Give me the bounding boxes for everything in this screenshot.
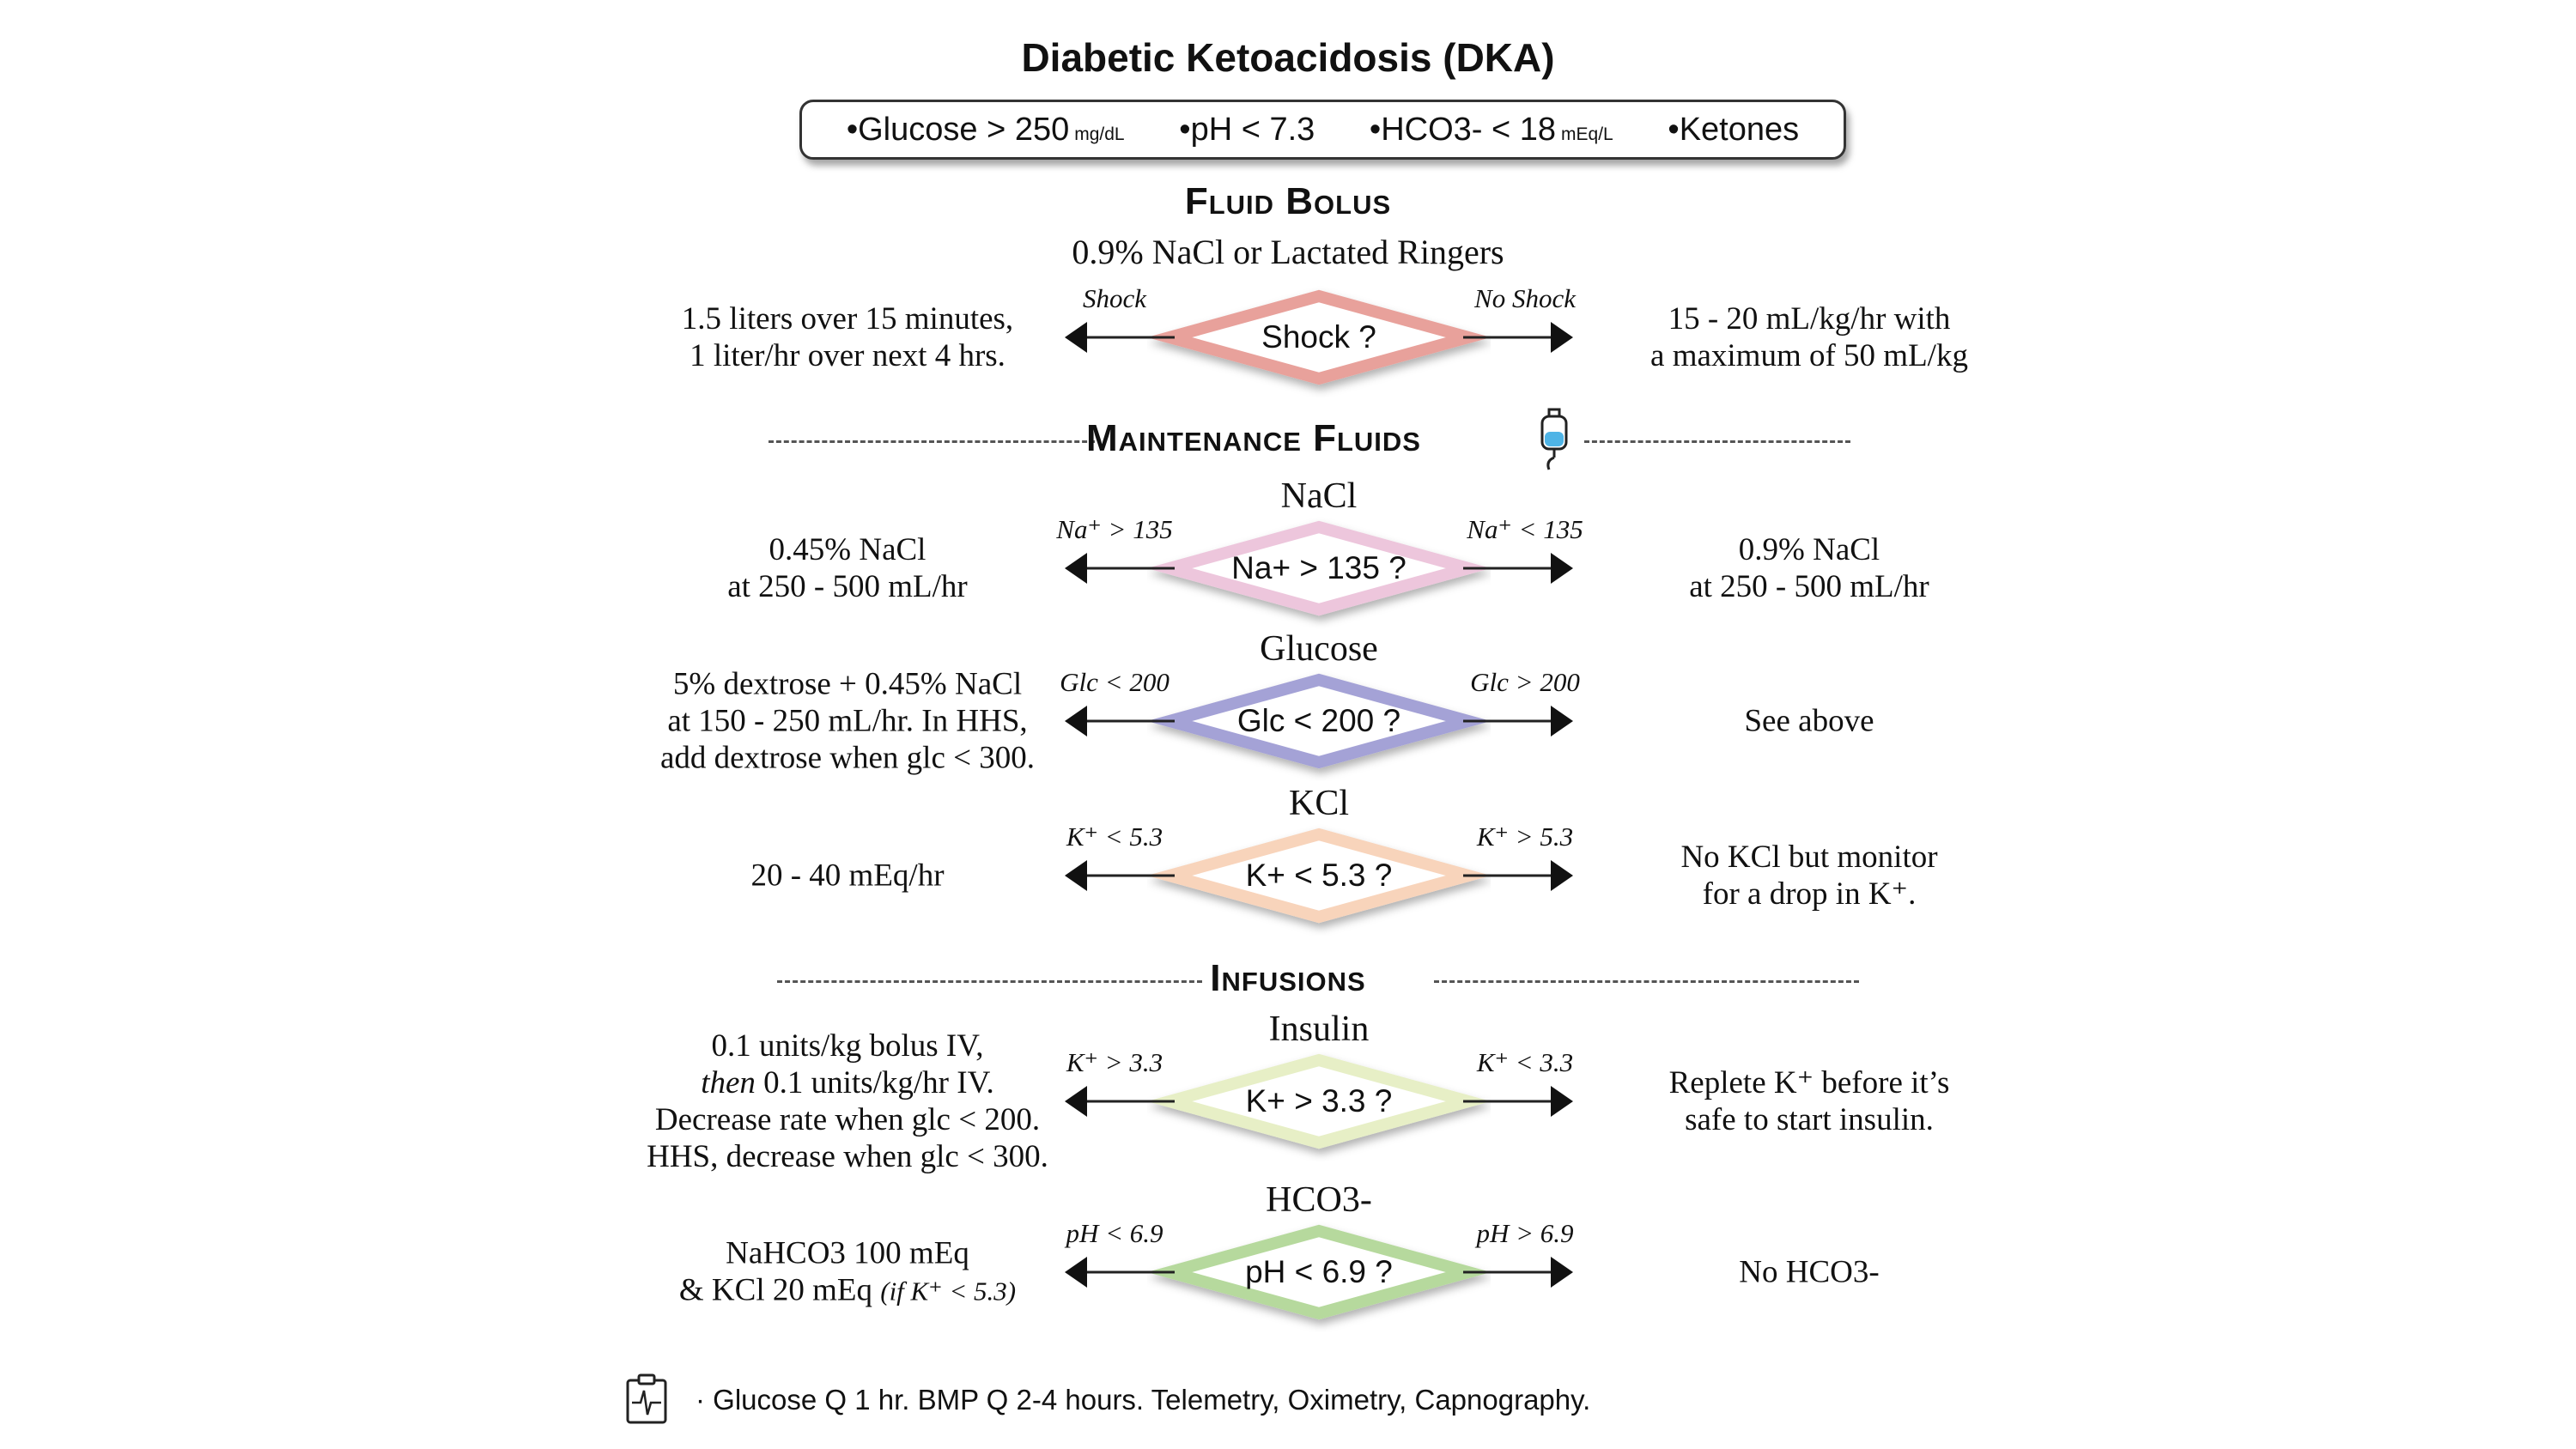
decision-diamond bbox=[1147, 289, 1491, 385]
left-arrow-icon bbox=[1065, 706, 1175, 737]
iv-bag-icon bbox=[1540, 408, 1568, 470]
decision-diamond bbox=[1147, 673, 1491, 769]
right-branch-label: K⁺ > 5.3 bbox=[1476, 822, 1574, 852]
decision-label: KCl bbox=[1288, 784, 1349, 823]
right-arrow-icon bbox=[1463, 553, 1573, 584]
right-branch-label: pH > 6.9 bbox=[1476, 1218, 1574, 1248]
left-line: HHS, decrease when glc < 300. bbox=[647, 1139, 1048, 1174]
right-outcome-text: See above bbox=[1744, 703, 1874, 739]
right-branch-label: Glc > 200 bbox=[1470, 667, 1580, 697]
decision-label: NaCl bbox=[1280, 476, 1358, 516]
decision-question: K+ < 5.3 ? bbox=[1245, 858, 1393, 893]
left-arrow-icon bbox=[1065, 1257, 1175, 1288]
right-arrow-icon bbox=[1463, 860, 1573, 891]
decision-question: Na+ > 135 ? bbox=[1231, 550, 1406, 585]
left-arrow-icon bbox=[1065, 322, 1175, 353]
left-arrow-icon bbox=[1065, 1086, 1175, 1117]
left-branch-label: K⁺ > 3.3 bbox=[1066, 1047, 1163, 1077]
right-arrow-icon bbox=[1463, 1257, 1573, 1288]
right-branch-label: No Shock bbox=[1474, 283, 1576, 313]
right-arrow-icon bbox=[1463, 706, 1573, 737]
right-outcome-text: No HCO3- bbox=[1739, 1254, 1880, 1290]
decision-question: pH < 6.9 ? bbox=[1245, 1254, 1393, 1289]
decision-question: Glc < 200 ? bbox=[1236, 703, 1401, 738]
left-outcome-text: 5% dextrose + 0.45% NaCl at 150 - 250 mL… bbox=[660, 666, 1035, 776]
left-line: Decrease rate when glc < 200. bbox=[654, 1102, 1041, 1137]
criterion-ph: •pH < 7.3 bbox=[1179, 111, 1315, 148]
left-outcome-text: 0.45% NaCl at 250 - 500 mL/hr bbox=[727, 532, 968, 604]
left-branch-label: Shock bbox=[1082, 283, 1147, 313]
divider-left bbox=[769, 440, 1095, 443]
fluid-bolus-heading: Fluid Bolus bbox=[1184, 180, 1392, 222]
left-outcome-text: NaHCO3 100 mEq& KCl 20 mEq (if K⁺ < 5.3) bbox=[607, 1235, 1088, 1310]
maintenance-heading: Maintenance Fluids bbox=[1086, 417, 1421, 459]
right-outcome-text: 0.9% NaCl at 250 - 500 mL/hr bbox=[1689, 532, 1929, 604]
right-outcome-text: Replete K⁺ before it’s safe to start ins… bbox=[1668, 1065, 1950, 1137]
decision-diamond bbox=[1147, 828, 1491, 924]
left-arrow-icon bbox=[1065, 860, 1175, 891]
decision-diamond bbox=[1147, 1053, 1491, 1149]
divider-right bbox=[1434, 980, 1859, 983]
decision-label: Glucose bbox=[1260, 629, 1378, 669]
infusions-heading: Infusions bbox=[1210, 957, 1366, 999]
clipboard-monitor-icon bbox=[626, 1373, 667, 1424]
left-arrow-icon bbox=[1065, 553, 1175, 584]
left-line: then 0.1 units/kg/hr IV. bbox=[701, 1065, 994, 1100]
left-line: 0.1 units/kg bolus IV, bbox=[711, 1028, 984, 1064]
divider-right bbox=[1584, 440, 1850, 443]
right-arrow-icon bbox=[1463, 322, 1573, 353]
left-branch-label: K⁺ < 5.3 bbox=[1066, 822, 1163, 852]
decision-question: Shock ? bbox=[1261, 319, 1376, 355]
criterion-ketones: •Ketones bbox=[1668, 111, 1800, 148]
decision-diamond bbox=[1147, 520, 1491, 616]
decision-diamond bbox=[1147, 1224, 1491, 1320]
left-outcome-text: 0.1 units/kg bolus IV,then 0.1 units/kg/… bbox=[607, 1028, 1088, 1175]
left-line: NaHCO3 100 mEq bbox=[726, 1235, 969, 1271]
right-outcome-text: 15 - 20 mL/kg/hr with a maximum of 50 mL… bbox=[1650, 301, 1968, 373]
left-branch-label: Na⁺ > 135 bbox=[1056, 514, 1173, 544]
decision-question: K+ > 3.3 ? bbox=[1245, 1083, 1393, 1119]
page-title: Diabetic Ketoacidosis (DKA) bbox=[1021, 35, 1555, 80]
right-branch-label: Na⁺ < 135 bbox=[1467, 514, 1583, 544]
decision-label: HCO3- bbox=[1266, 1180, 1372, 1220]
decision-label: Insulin bbox=[1268, 1009, 1370, 1049]
monitoring-text: · Glucose Q 1 hr. BMP Q 2-4 hours. Telem… bbox=[696, 1384, 1591, 1416]
right-arrow-icon bbox=[1463, 1086, 1573, 1117]
right-outcome-text: No KCl but monitor for a drop in K⁺. bbox=[1680, 840, 1938, 912]
divider-left bbox=[777, 980, 1202, 983]
left-outcome-text: 20 - 40 mEq/hr bbox=[750, 858, 945, 894]
monitoring-footer: · Glucose Q 1 hr. BMP Q 2-4 hours. Telem… bbox=[626, 1373, 1591, 1424]
left-line: & KCl 20 mEq (if K⁺ < 5.3) bbox=[678, 1272, 1017, 1308]
left-branch-label: Glc < 200 bbox=[1060, 667, 1170, 697]
left-branch-label: pH < 6.9 bbox=[1066, 1218, 1163, 1248]
fluid-bolus-subtitle: 0.9% NaCl or Lactated Ringers bbox=[1072, 233, 1504, 271]
right-branch-label: K⁺ < 3.3 bbox=[1476, 1047, 1574, 1077]
left-outcome-text: 1.5 liters over 15 minutes, 1 liter/hr o… bbox=[681, 301, 1014, 373]
